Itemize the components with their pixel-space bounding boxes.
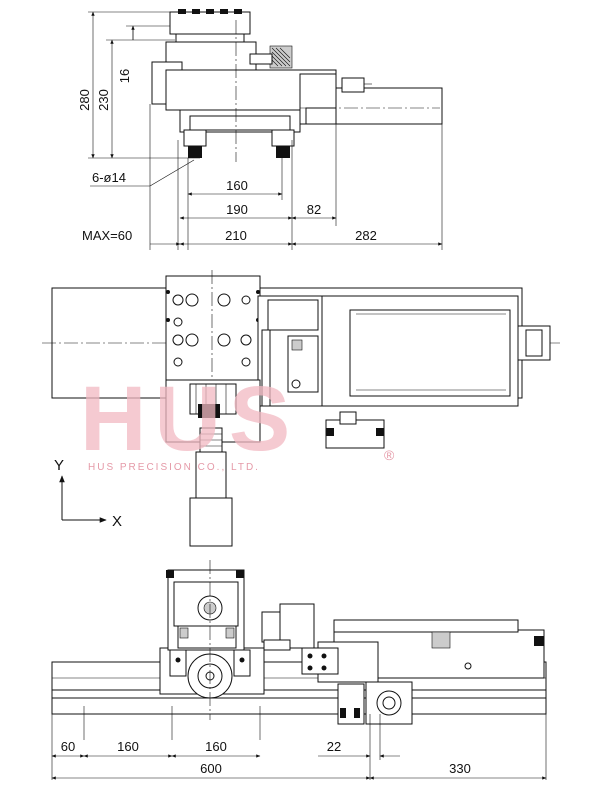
watermark-brand: HUS — [80, 368, 298, 470]
axis-x-label: X — [112, 513, 122, 530]
plan-view: Y X — [42, 270, 560, 547]
dim-330: 330 — [449, 761, 471, 776]
dim-190: 190 — [226, 202, 248, 217]
motor-side — [335, 87, 443, 125]
dim-22: 22 — [327, 739, 341, 754]
dim-280: 280 — [77, 89, 92, 111]
watermark-registered: ® — [384, 447, 395, 463]
watermark-company: HUS PRECISION CO., LTD. — [88, 462, 260, 473]
dim-160-b: 160 — [205, 739, 227, 754]
axis-y-label: Y — [54, 457, 64, 474]
dim-230: 230 — [96, 89, 111, 111]
watermark: HUS HUS PRECISION CO., LTD. ® — [80, 368, 395, 473]
dim-82: 82 — [307, 202, 321, 217]
side-view-top: 280 230 16 — [77, 9, 443, 250]
dim-282: 282 — [355, 228, 377, 243]
front-view: 60 160 160 22 600 330 — [51, 560, 547, 780]
bolt-row-top — [178, 9, 242, 14]
dim-16: 16 — [117, 69, 132, 83]
dim-210: 210 — [225, 228, 247, 243]
dim-60: 60 — [61, 739, 75, 754]
dim-160-a: 160 — [117, 739, 139, 754]
motor-y — [189, 497, 233, 547]
dim-600: 600 — [200, 761, 222, 776]
dim-160-top: 160 — [226, 178, 248, 193]
plan-bolt-holes — [166, 290, 260, 367]
dim-hole-spec: 6-ø14 — [92, 170, 126, 185]
dim-max: MAX=60 — [82, 228, 132, 243]
